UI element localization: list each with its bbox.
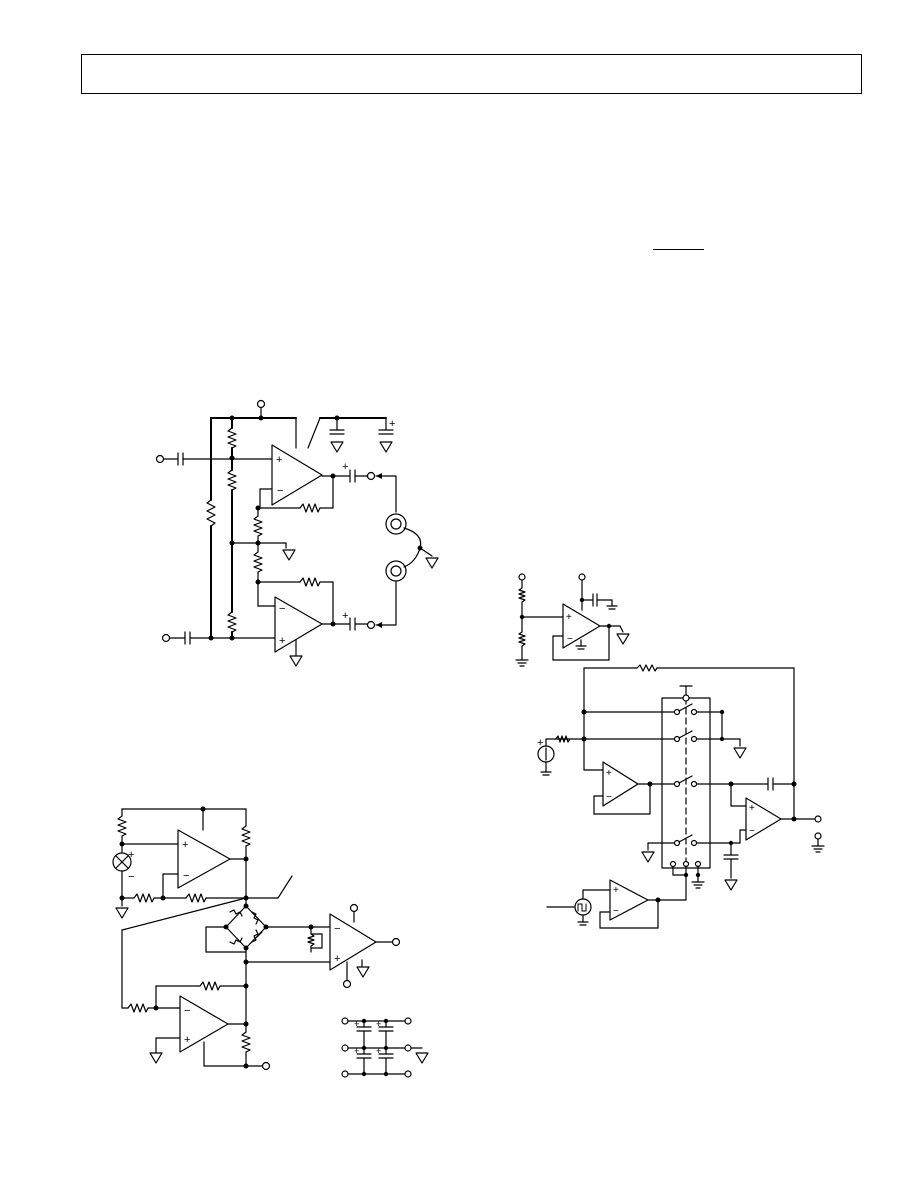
svg-text:+: + — [606, 768, 612, 779]
svg-text:−: − — [334, 923, 340, 935]
svg-text:+: + — [342, 610, 348, 622]
svg-text:+: + — [566, 612, 572, 623]
svg-text:−: − — [749, 826, 755, 837]
svg-text:+: + — [128, 849, 134, 861]
svg-text:+: + — [342, 461, 348, 473]
svg-text:+: + — [276, 454, 282, 466]
svg-text:−: − — [606, 792, 612, 803]
svg-text:−: − — [277, 485, 283, 497]
svg-text:+: + — [376, 1046, 381, 1056]
pulse-source-icon — [574, 898, 592, 916]
svg-text:+: + — [613, 885, 619, 896]
svg-text:+: + — [182, 839, 188, 851]
svg-text:+: + — [334, 953, 340, 965]
fig-left-top: + − + + — [155, 399, 439, 667]
svg-text:−: − — [613, 906, 619, 917]
svg-text:−: − — [567, 634, 573, 645]
svg-text:+: + — [354, 1046, 359, 1056]
svg-text:+: + — [376, 1019, 381, 1029]
svg-text:+: + — [537, 737, 543, 749]
svg-text:+: + — [389, 418, 395, 430]
transducer-icon — [385, 513, 407, 535]
header-box — [81, 54, 862, 94]
fig-right: + − — [515, 573, 825, 929]
svg-text:+: + — [279, 635, 285, 647]
svg-text:+: + — [354, 1019, 359, 1029]
svg-text:+: + — [749, 803, 755, 814]
svg-text:−: − — [279, 603, 285, 615]
op-amp-icon — [271, 444, 323, 506]
fig-left-bottom: + − + − — [112, 806, 429, 1078]
svg-text:−: − — [183, 870, 189, 882]
svg-text:−: − — [184, 1005, 190, 1017]
ground-icon — [330, 441, 344, 453]
svg-text:−: − — [128, 871, 134, 883]
svg-text:+: + — [184, 1034, 190, 1046]
equation-rule — [653, 249, 704, 250]
